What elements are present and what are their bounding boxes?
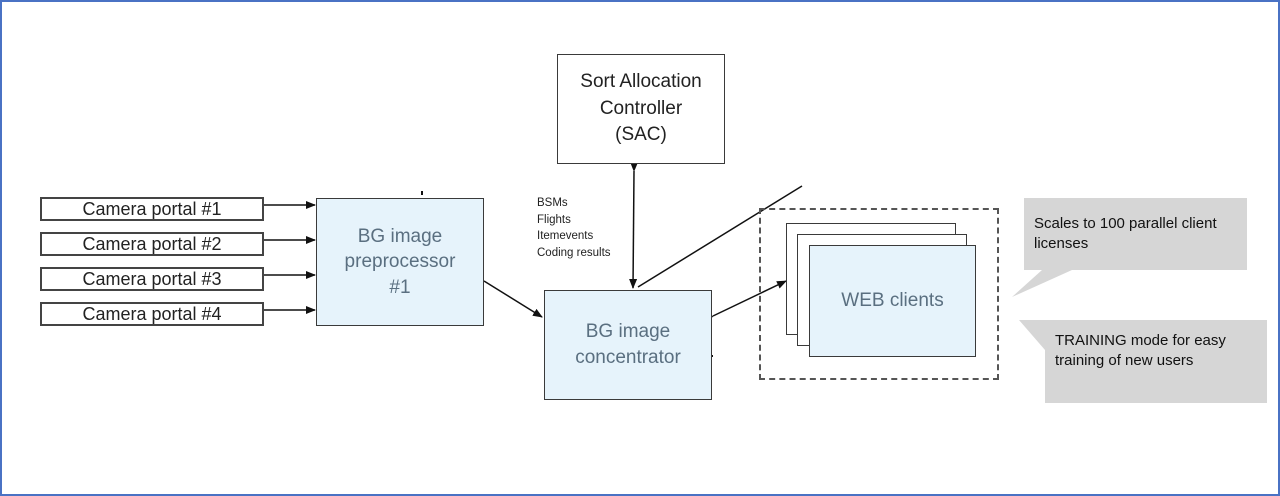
web-clients-group [759,208,999,380]
camera-portal-1: Camera portal #1 [40,197,264,221]
message-flights: Flights [537,213,571,226]
message-coding-results: Coding results [537,247,611,260]
arrow-concentrator-web-clients [703,280,787,324]
sort-allocation-controller: Sort Allocation Controller (SAC) [557,54,725,164]
camera-portal-4: Camera portal #4 [40,302,264,326]
callout-training-shape [1019,320,1267,403]
message-list: BSMs Flights Itemevents Coding results [537,195,611,262]
arrow-preprocessor-to-concentrator [483,280,543,318]
bg-image-preprocessor: BG image preprocessor #1 [316,198,484,326]
camera-portal-3: Camera portal #3 [40,267,264,291]
bg-image-concentrator: BG image concentrator [544,290,712,400]
connector-diagonal [637,185,803,288]
camera-portal-2: Camera portal #2 [40,232,264,256]
callout-scales-text: Scales to 100 parallel client licenses [1034,215,1217,252]
message-itemevents: Itemevents [537,230,594,243]
arrow-sac-concentrator [629,161,639,289]
web-clients: WEB clients [809,245,976,357]
callout-training-text: TRAINING mode for easy training of new u… [1055,332,1226,369]
callout-scales-shape [1012,198,1247,297]
message-bsms: BSMs [537,197,568,209]
